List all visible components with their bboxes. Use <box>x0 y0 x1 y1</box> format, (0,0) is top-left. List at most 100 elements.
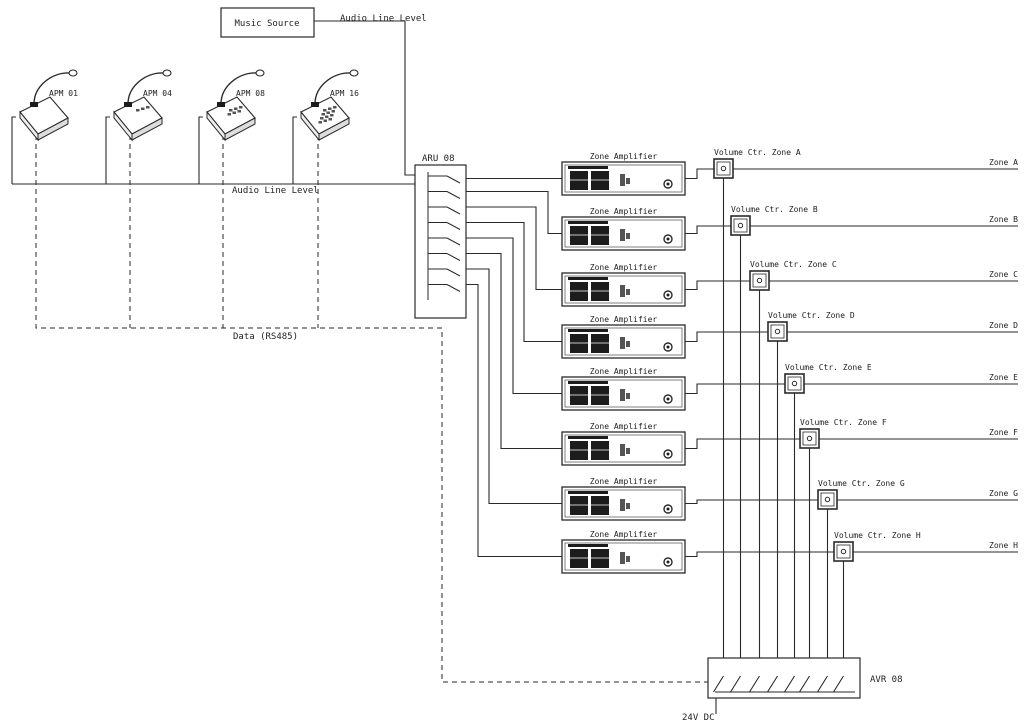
amplifier-indicator <box>626 289 630 295</box>
avr-unit <box>707 657 861 699</box>
amplifier-front-panel <box>564 327 683 356</box>
volume-control-plate <box>770 324 785 339</box>
station-key <box>318 121 322 124</box>
station-audio-drop <box>11 116 16 184</box>
avr-channel-contact <box>713 675 724 693</box>
paging-station: APM 08 <box>198 69 265 184</box>
amp-to-volume-line <box>685 383 785 395</box>
station-key <box>232 111 236 114</box>
amplifier-indicator <box>626 393 630 399</box>
station-key <box>229 109 233 112</box>
volume-control-knob <box>737 222 744 229</box>
microphone-neck <box>220 72 258 105</box>
amplifier-label: Zone Amplifier <box>590 263 658 272</box>
amplifier-indicator <box>626 341 630 347</box>
volume-control-plate <box>820 492 835 507</box>
zone-amplifier: Zone Amplifier <box>561 315 686 359</box>
amplifier-label: Zone Amplifier <box>590 315 658 324</box>
amplifier-brand-strip <box>568 277 608 280</box>
amplifier-knob-center <box>666 452 670 456</box>
station-key <box>321 113 325 116</box>
volume-control-knob <box>840 548 847 555</box>
amplifier-meter-right <box>591 386 609 405</box>
amplifier-brand-strip <box>568 329 608 332</box>
amplifier-meter-right <box>591 441 609 460</box>
aru-switch-contact <box>446 175 461 184</box>
amplifier-meter-left <box>570 496 588 515</box>
volume-control: Volume Ctr. Zone G <box>817 479 905 510</box>
amplifier-brand-strip <box>568 221 608 224</box>
amplifier-front-panel <box>564 379 683 408</box>
data-bus-line <box>35 135 708 683</box>
audio-line-level-top-label: Audio Line Level <box>340 14 427 24</box>
aru-unit <box>414 164 467 319</box>
volume-control: Volume Ctr. Zone C <box>749 260 837 291</box>
amplifier-switch <box>620 285 625 297</box>
amplifier-front-panel <box>564 434 683 463</box>
amplifier-front-panel <box>564 275 683 304</box>
volume-control-knob <box>774 328 781 335</box>
aru-to-amp-line <box>466 252 562 450</box>
station-key <box>331 110 335 113</box>
aru-switch-contact <box>446 284 461 292</box>
microphone-neck <box>314 72 352 105</box>
amplifier-brand-strip <box>568 436 608 439</box>
amplifier-brand-strip <box>568 381 608 384</box>
amplifier-meter-right <box>591 282 609 301</box>
paging-station: APM 04 <box>105 69 172 184</box>
zone-label: Zone A <box>989 158 1018 167</box>
station-label: APM 08 <box>236 89 265 98</box>
volume-control-plate <box>752 273 767 288</box>
amplifier-knob-center <box>666 293 670 297</box>
microphone-base <box>30 102 38 107</box>
volume-control: Volume Ctr. Zone A <box>713 148 801 179</box>
avr-channel-contact <box>784 675 795 693</box>
amplifier-meter-left <box>570 171 588 190</box>
station-key <box>330 114 334 117</box>
amplifier-front-panel <box>564 164 683 193</box>
amp-to-volume-line <box>685 280 750 291</box>
power-label: 24V DC <box>682 713 715 723</box>
amplifier-meter-right <box>591 226 609 245</box>
station-audio-drop <box>198 116 203 184</box>
paging-station: APM 16 <box>292 69 359 184</box>
zone-channel: Zone Amplifier Volume Ctr. Zone A Zone A <box>466 148 1018 676</box>
volume-control-label: Volume Ctr. Zone G <box>818 479 905 488</box>
amplifier-front-panel <box>564 542 683 571</box>
station-audio-drop <box>105 116 110 184</box>
zone-label: Zone G <box>989 489 1018 498</box>
amplifier-meter-left <box>570 386 588 405</box>
microphone-base <box>311 102 319 107</box>
amplifier-meter-right <box>591 549 609 568</box>
amplifier-knob-center <box>666 182 670 186</box>
amplifier-label: Zone Amplifier <box>590 422 658 431</box>
station-label: APM 16 <box>330 89 359 98</box>
aru-to-amp-line <box>466 206 562 291</box>
volume-control-label: Volume Ctr. Zone C <box>750 260 837 269</box>
audio-line-level-bus-label: Audio Line Level <box>232 186 319 196</box>
avr-channel-contact <box>767 675 778 693</box>
amplifier-brand-strip <box>568 166 608 169</box>
volume-control-label: Volume Ctr. Zone D <box>768 311 855 320</box>
zone-label: Zone E <box>989 373 1018 382</box>
amplifier-meter-right <box>591 334 609 353</box>
station-key <box>227 113 231 116</box>
amplifier-switch <box>620 444 625 456</box>
aru-to-amp-line <box>466 268 562 505</box>
amplifier-knob-center <box>666 560 670 564</box>
amplifier-label: Zone Amplifier <box>590 477 658 486</box>
zone-label: Zone D <box>989 321 1018 330</box>
station-key <box>320 117 324 120</box>
station-key <box>325 115 329 118</box>
station-front <box>37 117 69 141</box>
volume-control: Volume Ctr. Zone E <box>784 363 872 394</box>
zone-amplifier: Zone Amplifier <box>561 422 686 466</box>
aru-switch-contact <box>446 206 461 215</box>
amp-to-volume-line <box>685 331 768 343</box>
avr-channel-contact <box>817 675 828 693</box>
volume-control-label: Volume Ctr. Zone B <box>731 205 818 214</box>
zone-label: Zone B <box>989 215 1018 224</box>
station-key <box>234 107 238 110</box>
